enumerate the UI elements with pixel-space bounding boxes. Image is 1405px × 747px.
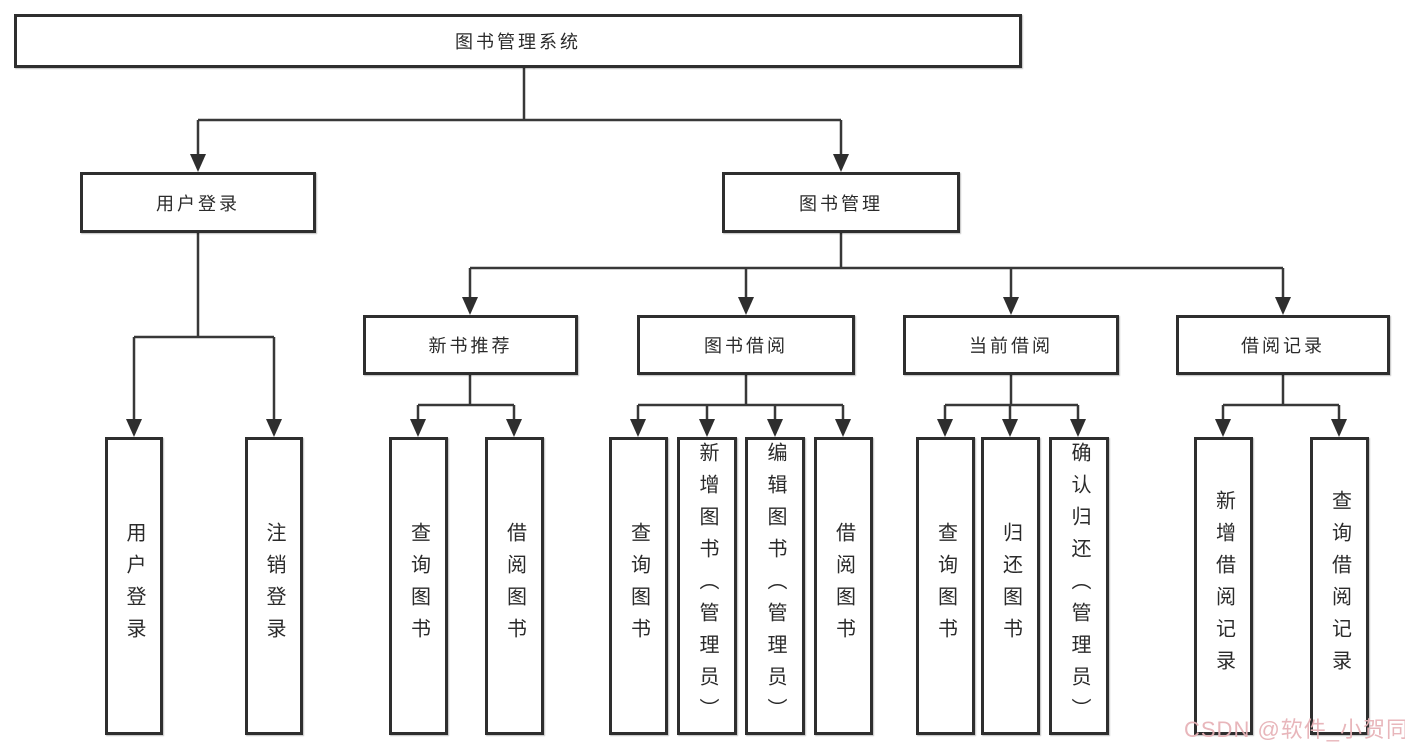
arrowhead-icon [699,419,715,437]
node-root-label: 图书管理系统 [455,32,581,52]
leaf-bb-query-books-label: 查询图书 [627,522,650,650]
node-borrow-record: 借阅记录 [1176,315,1390,375]
arrowhead-icon [1070,419,1086,437]
leaf-logout: 注销登录 [245,437,303,735]
arrowhead-icon [266,419,282,437]
leaf-cb-confirm-return-admin-label: 确认归还（管理员） [1068,442,1090,730]
node-new-book-recommend-label: 新书推荐 [428,336,513,356]
leaf-bb-add-books-admin: 新增图书（管理员） [677,437,737,735]
arrowhead-icon [738,297,754,315]
arrowhead-icon [1331,419,1347,437]
arrowhead-icon [630,419,646,437]
arrowhead-icon [835,419,851,437]
node-current-borrow: 当前借阅 [903,315,1119,375]
leaf-cb-return-books-label: 归还图书 [999,522,1022,650]
node-new-book-recommend: 新书推荐 [363,315,578,375]
arrowhead-icon [1002,419,1018,437]
node-user-login: 用户登录 [80,172,316,233]
leaf-user-login-label: 用户登录 [123,522,145,650]
arrowhead-icon [1275,297,1291,315]
node-book-borrow-label: 图书借阅 [704,336,788,356]
node-borrow-record-label: 借阅记录 [1241,336,1325,356]
leaf-nb-borrow-books-label: 借阅图书 [503,522,526,650]
leaf-cb-query-books-label: 查询图书 [934,522,957,650]
leaf-bb-edit-books-admin-label: 编辑图书（管理员） [764,442,786,730]
node-root: 图书管理系统 [14,14,1022,68]
arrowhead-icon [833,154,849,172]
node-book-management-label: 图书管理 [799,193,883,214]
leaf-br-query-record: 查询借阅记录 [1310,437,1369,735]
arrowhead-icon [462,297,478,315]
leaf-br-add-record: 新增借阅记录 [1194,437,1253,735]
node-user-login-label: 用户登录 [156,193,240,214]
csdn-watermark: CSDN @软件_小贺同学 [1184,717,1405,742]
arrowhead-icon [937,419,953,437]
arrowhead-icon [410,419,426,437]
arrowhead-icon [1215,419,1231,437]
leaf-br-add-record-label: 新增借阅记录 [1212,490,1235,682]
leaf-bb-borrow-books-label: 借阅图书 [832,522,855,650]
leaf-bb-query-books: 查询图书 [609,437,668,735]
leaf-bb-add-books-admin-label: 新增图书（管理员） [696,442,718,730]
arrowhead-icon [506,419,522,437]
arrowhead-icon [1003,297,1019,315]
arrowhead-icon [126,419,142,437]
leaf-logout-label: 注销登录 [263,522,285,650]
arrowhead-icon [767,419,783,437]
leaf-cb-query-books: 查询图书 [916,437,975,735]
leaf-user-login: 用户登录 [105,437,163,735]
leaf-nb-borrow-books: 借阅图书 [485,437,544,735]
leaf-nb-query-books-label: 查询图书 [407,522,430,650]
leaf-bb-borrow-books: 借阅图书 [814,437,873,735]
node-current-borrow-label: 当前借阅 [969,336,1053,356]
node-book-management: 图书管理 [722,172,960,233]
leaf-cb-return-books: 归还图书 [981,437,1040,735]
leaf-cb-confirm-return-admin: 确认归还（管理员） [1049,437,1109,735]
leaf-nb-query-books: 查询图书 [389,437,448,735]
node-book-borrow: 图书借阅 [637,315,855,375]
leaf-br-query-record-label: 查询借阅记录 [1328,490,1351,682]
arrowhead-icon [190,154,206,172]
leaf-bb-edit-books-admin: 编辑图书（管理员） [745,437,805,735]
